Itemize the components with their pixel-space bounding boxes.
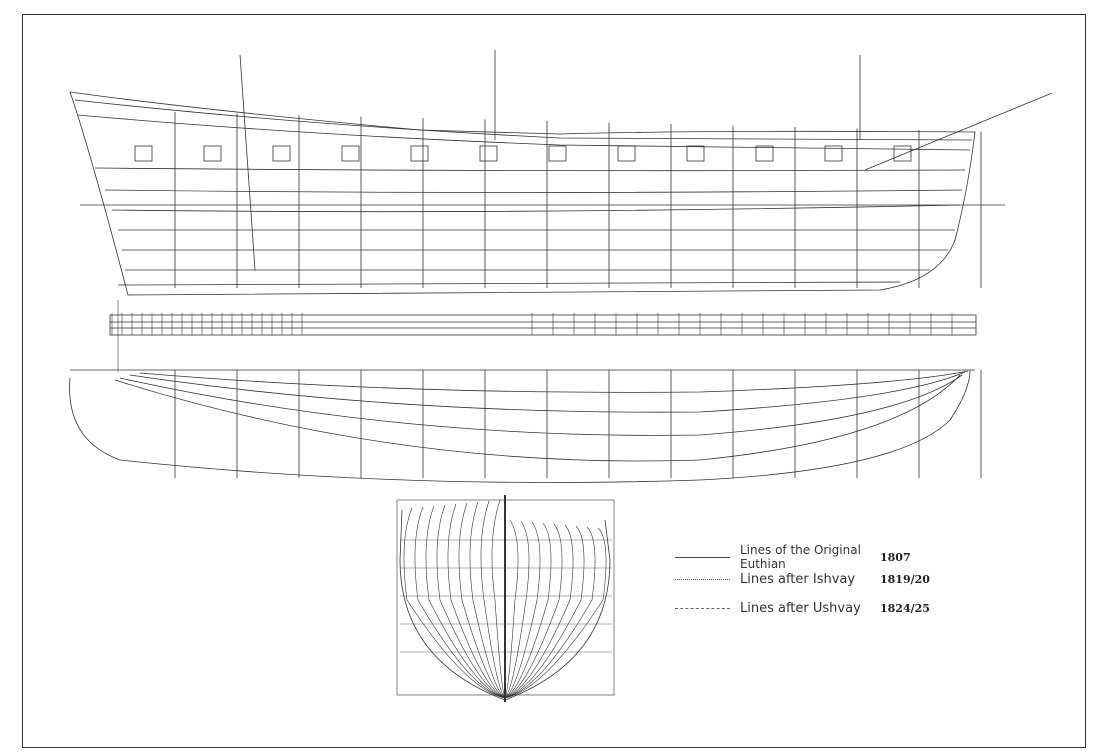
gun-port xyxy=(686,145,705,162)
frame-section-left xyxy=(469,501,506,699)
bowsprit xyxy=(864,92,1053,171)
gun-port xyxy=(893,145,912,162)
dashed-line-swatch xyxy=(675,608,730,609)
half-breadth-outline xyxy=(69,369,971,483)
body-plan xyxy=(396,495,615,702)
frame-section-left xyxy=(491,499,506,699)
rail-line xyxy=(77,114,971,151)
hull-profile-outline xyxy=(69,91,976,296)
midship-section-left xyxy=(399,509,506,701)
frame-section-right xyxy=(504,527,607,699)
frame-section-left xyxy=(436,504,506,699)
gun-port xyxy=(755,145,774,162)
frame-section-left xyxy=(480,500,506,699)
frame-section-left xyxy=(414,506,506,699)
legend-item-original: Lines of the Original Euthian 1807 xyxy=(675,543,911,571)
frame-section-right xyxy=(504,526,596,699)
frame-section-right xyxy=(504,524,574,699)
dotted-line-swatch xyxy=(675,579,730,580)
mast-mizzen xyxy=(239,54,256,271)
gun-port xyxy=(134,145,153,162)
gun-port xyxy=(341,145,360,162)
drawing-border xyxy=(22,14,1086,748)
sheer-plan-profile xyxy=(69,50,1053,296)
solid-line-swatch xyxy=(675,556,730,558)
frame-section-left xyxy=(447,503,506,699)
frame-section-right xyxy=(504,520,530,699)
frame-section-right xyxy=(504,519,519,699)
gun-port xyxy=(617,145,636,162)
legend-item-ushvay: Lines after Ushvay 1824/25 xyxy=(675,601,930,616)
gun-port xyxy=(548,145,567,162)
frame-section-left xyxy=(403,507,506,699)
half-breadth-plan xyxy=(69,300,982,483)
frame-section-right xyxy=(504,523,563,699)
frame-section-right xyxy=(504,525,585,699)
gun-port xyxy=(479,145,498,162)
frame-section-right xyxy=(504,522,552,699)
gun-port xyxy=(824,145,843,162)
gun-port xyxy=(410,145,429,162)
gun-port xyxy=(203,145,222,162)
scale-bar xyxy=(109,313,977,336)
frame-section-left xyxy=(425,505,506,699)
waterline xyxy=(94,167,966,172)
frame-section-right xyxy=(504,521,541,699)
legend-item-ishvay: Lines after Ishvay 1819/20 xyxy=(675,572,930,587)
gun-port xyxy=(272,145,291,162)
keel-line xyxy=(117,281,901,286)
deck-line xyxy=(74,99,973,141)
midship-section-right xyxy=(504,519,611,701)
frame-section-left xyxy=(458,502,506,699)
